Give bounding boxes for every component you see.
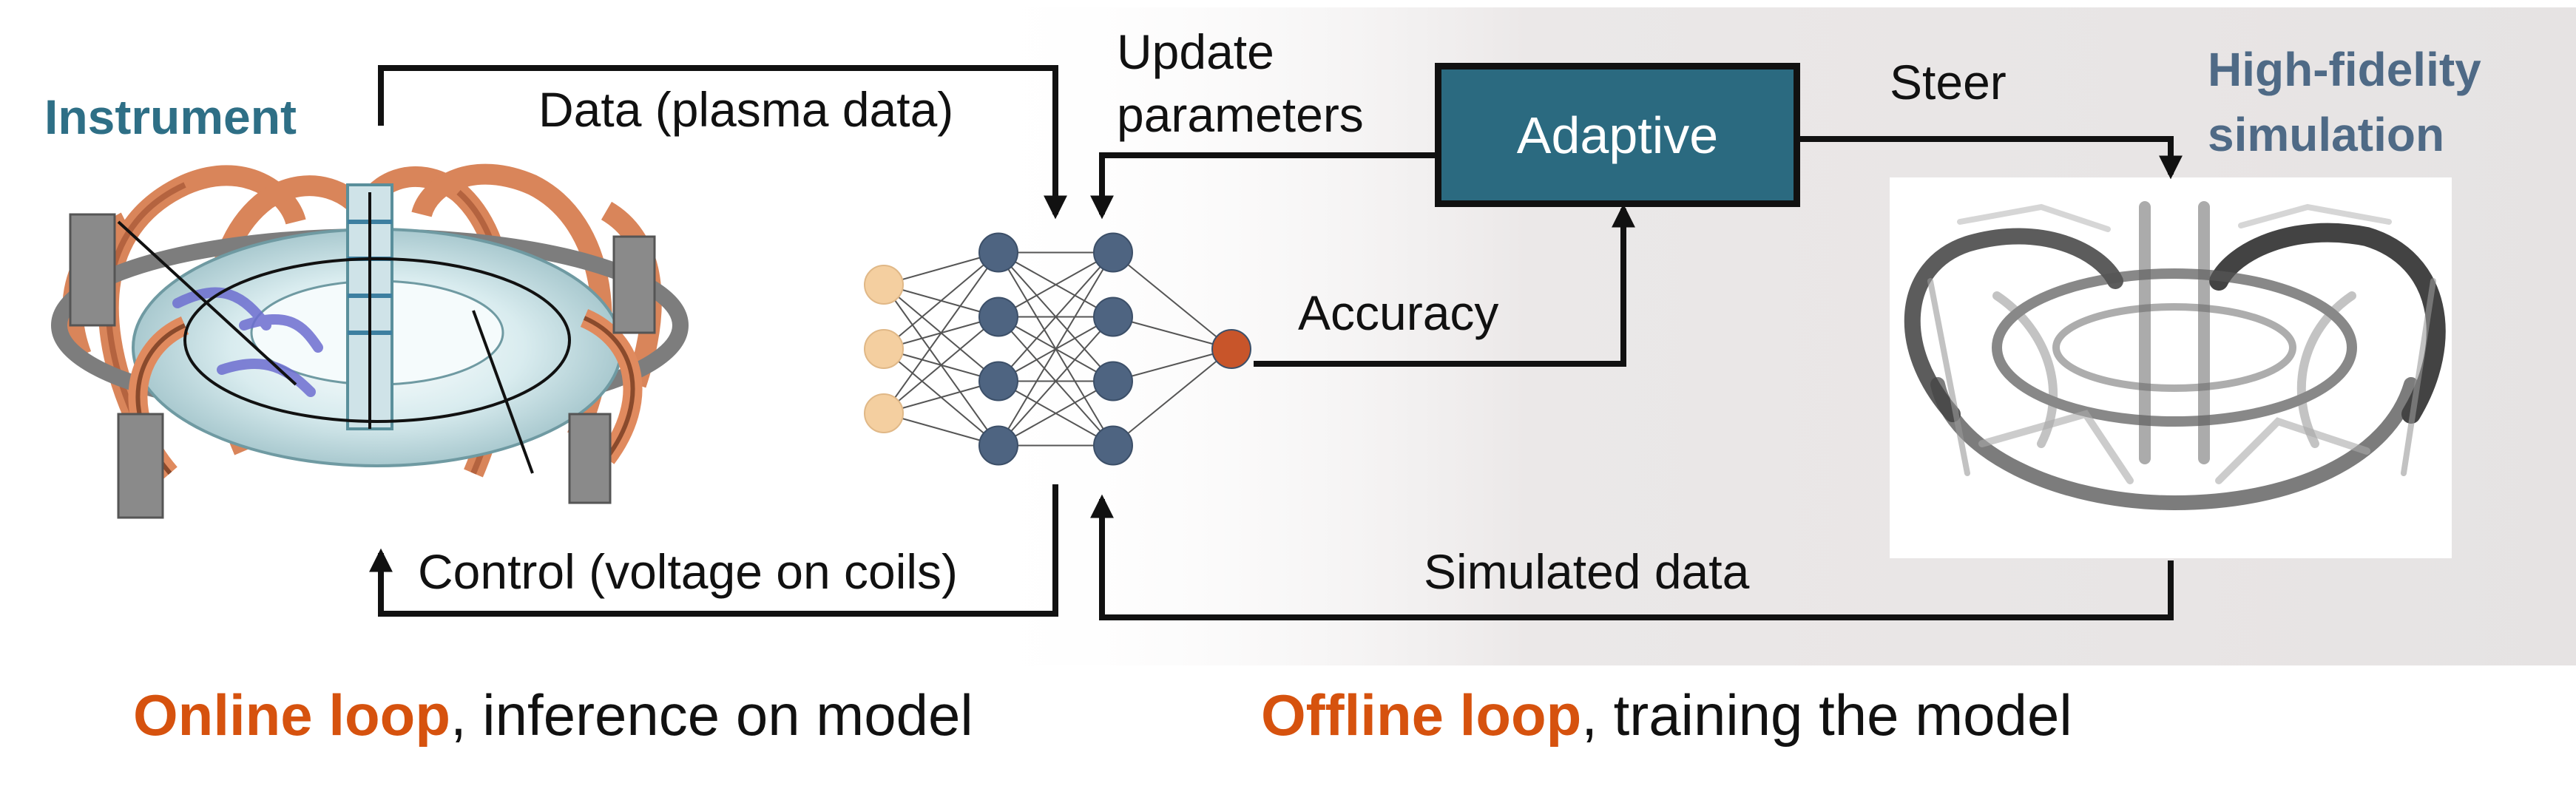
steer-arrow [1800, 136, 2183, 180]
steer-label: Steer [1890, 55, 2007, 109]
high-fidelity-label-line1: High-fidelity [2208, 43, 2481, 96]
nn-edge [1112, 316, 1232, 350]
accuracy-label: Accuracy [1298, 285, 1499, 340]
simulated-data-label: Simulated data [1424, 544, 1750, 599]
accuracy-arrow [1254, 203, 1635, 367]
nn-edge [1112, 348, 1232, 447]
adaptive-box: Adaptive [1435, 63, 1800, 207]
offline-loop-caption: Offline loop, training the model [1261, 686, 2072, 744]
online-loop-title: Online loop [133, 682, 450, 748]
nn-hidden-node [978, 361, 1018, 402]
nn-input-node [864, 393, 904, 433]
nn-edge [998, 251, 1114, 447]
nn-edge [883, 251, 999, 414]
simulation-sketch [1890, 177, 2452, 558]
offline-loop-title: Offline loop [1261, 682, 1582, 748]
update-label-line1: Update [1117, 24, 1274, 79]
online-loop-caption: Online loop, inference on model [133, 686, 973, 744]
high-fidelity-label-line2: simulation [2208, 108, 2445, 161]
update-label-line2: parameters [1117, 87, 1364, 142]
nn-edge [883, 251, 999, 350]
nn-edge [883, 316, 999, 414]
simulated-arrow [1090, 494, 2174, 620]
nn-edge [1112, 348, 1232, 382]
neural-network [864, 232, 1251, 466]
nn-hidden-node [978, 232, 1018, 273]
nn-hidden-node [1093, 425, 1133, 466]
data-plasma-label: Data (plasma data) [538, 82, 954, 137]
nn-edge [998, 251, 1114, 382]
nn-hidden-node [1093, 297, 1133, 337]
update-arrow [1090, 152, 1435, 220]
nn-edge [1112, 251, 1232, 350]
nn-hidden-node [978, 425, 1018, 466]
nn-hidden-node [1093, 232, 1133, 273]
nn-edge [998, 380, 1114, 447]
tokamak-illustration [51, 163, 689, 519]
adaptive-label: Adaptive [1516, 106, 1719, 164]
nn-hidden-node [978, 297, 1018, 337]
nn-input-node [864, 265, 904, 305]
nn-edge [998, 316, 1114, 447]
nn-output-node [1211, 329, 1251, 369]
control-label: Control (voltage on coils) [418, 544, 958, 599]
online-loop-description: , inference on model [450, 682, 973, 748]
nn-edge [998, 251, 1114, 318]
control-arrow [369, 484, 1058, 617]
nn-input-node [864, 329, 904, 369]
nn-hidden-node [1093, 361, 1133, 402]
data-arrow [378, 65, 1067, 220]
offline-loop-description: , training the model [1581, 682, 2072, 748]
connectors [369, 65, 2183, 620]
instrument-label: Instrument [44, 89, 297, 144]
